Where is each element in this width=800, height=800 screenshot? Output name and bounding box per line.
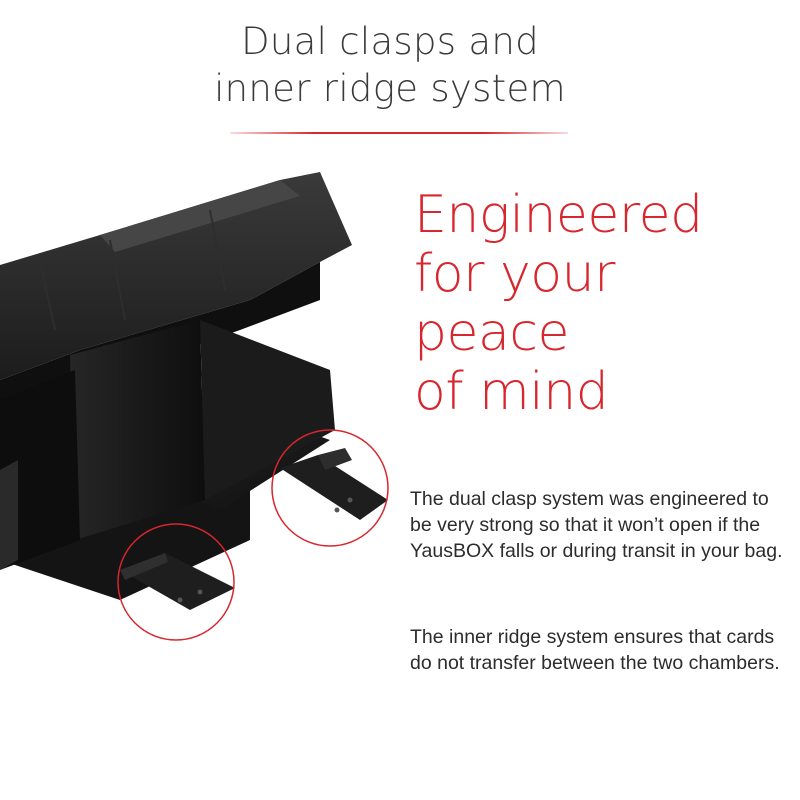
left-clasp-highlight-circle bbox=[117, 523, 235, 641]
headline-line-1: Engineered bbox=[414, 185, 703, 245]
headline-line-2: for your bbox=[414, 244, 615, 304]
lid-ridge bbox=[100, 180, 300, 252]
headline-line-3: peace bbox=[414, 303, 569, 363]
page-title: Dual clasps and inner ridge system bbox=[150, 18, 630, 112]
inner-ridge-left bbox=[70, 320, 205, 540]
title-line-1: Dual clasps and bbox=[241, 20, 539, 63]
box-lid bbox=[0, 172, 352, 380]
product-photo bbox=[0, 172, 389, 641]
ridge-description: The inner ridge system ensures that card… bbox=[410, 626, 780, 674]
headline: Engineered for your peace of mind bbox=[414, 186, 774, 422]
right-clasp bbox=[280, 455, 388, 520]
title-line-2: inner ridge system bbox=[214, 67, 566, 110]
inner-ridge-right bbox=[200, 320, 335, 500]
title-divider bbox=[230, 132, 568, 134]
clasp-description: The dual clasp system was engineered to … bbox=[410, 488, 783, 562]
right-clasp-highlight-circle bbox=[271, 429, 389, 547]
headline-line-4: of mind bbox=[414, 362, 609, 422]
